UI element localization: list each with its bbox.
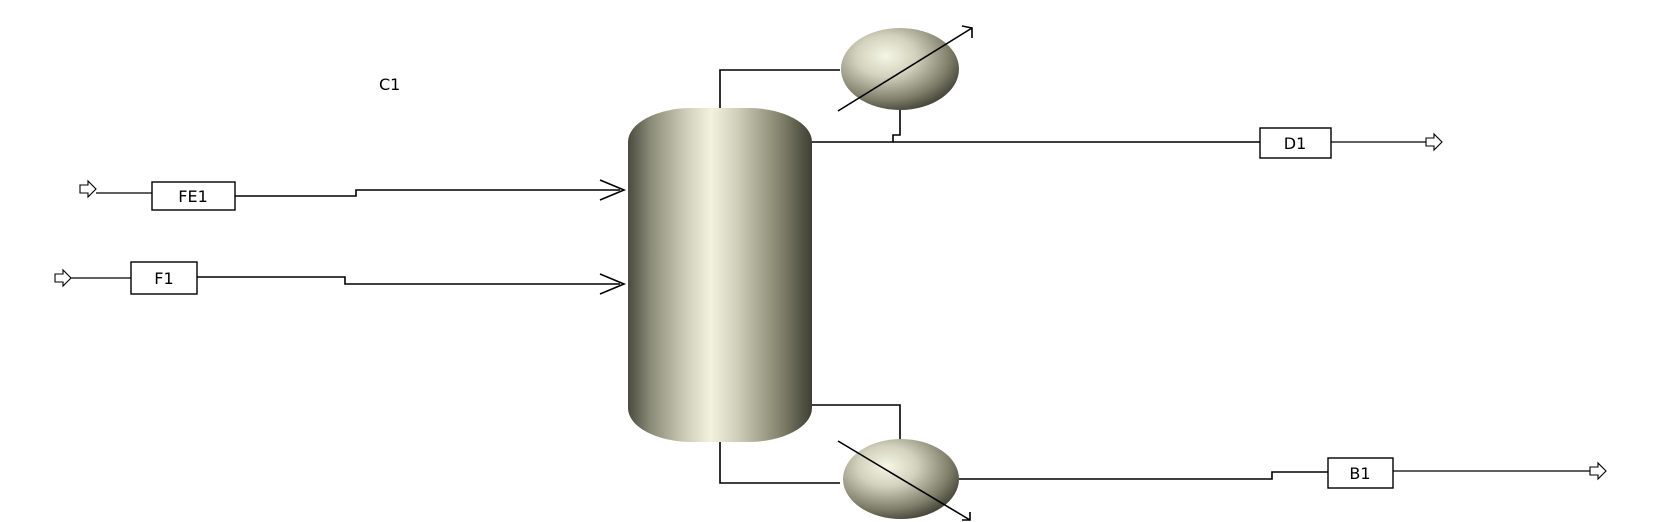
reboiler-diagonal-icon — [837, 440, 971, 521]
column-block-label: C1 — [379, 75, 400, 94]
stream-d1[interactable]: D1 — [893, 127, 1443, 159]
b1-outlet-port-arrow — [1589, 461, 1607, 481]
d1-stream-tag[interactable] — [1259, 127, 1332, 159]
f1-inlet-port-arrow — [54, 268, 72, 288]
fe1-inlet-arrowhead — [599, 179, 627, 201]
f1-inlet-arrowhead — [599, 273, 627, 295]
distillation-column-c1[interactable]: C1 — [379, 75, 812, 442]
condenser-diagonal-icon — [837, 27, 973, 112]
f1-stream-label: F1 — [154, 269, 173, 288]
condenser-vessel[interactable] — [841, 28, 959, 110]
d1-outlet-port-arrow — [1425, 132, 1443, 152]
d1-stream-label: D1 — [1284, 134, 1307, 153]
stream-f1[interactable]: F1 — [54, 261, 627, 295]
fe1-inlet-port-arrow — [79, 179, 97, 199]
fe1-stream-label: FE1 — [178, 187, 208, 206]
condenser[interactable] — [837, 25, 973, 112]
column-vessel[interactable] — [628, 108, 812, 442]
stream-fe1[interactable]: FE1 — [79, 179, 627, 211]
reboiler[interactable] — [837, 439, 971, 521]
f1-stream-tag[interactable] — [130, 261, 198, 295]
b1-stream-tag[interactable] — [1327, 457, 1394, 489]
stream-b1[interactable]: B1 — [959, 457, 1607, 489]
b1-stream-label: B1 — [1349, 464, 1370, 483]
